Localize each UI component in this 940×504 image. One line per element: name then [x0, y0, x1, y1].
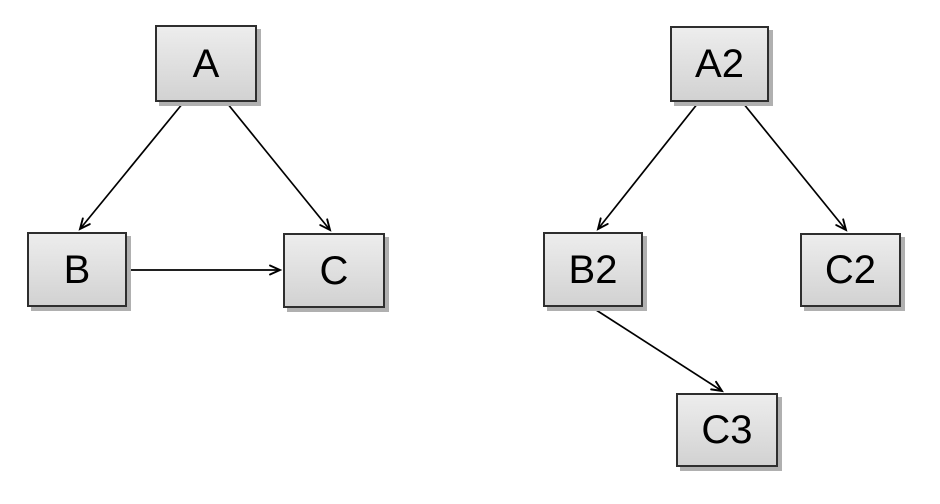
node-label-C3: C3	[701, 408, 753, 452]
node-A[interactable]: A	[155, 25, 257, 102]
node-A2[interactable]: A2	[670, 26, 769, 102]
edge-B2-to-C3[interactable]	[592, 307, 724, 393]
node-label-B: B	[63, 247, 91, 292]
node-C[interactable]: C	[283, 233, 385, 308]
node-B2[interactable]: B2	[543, 232, 643, 307]
node-C3[interactable]: C3	[676, 393, 778, 467]
node-label-C2: C2	[824, 248, 877, 292]
edge-A-to-C[interactable]	[226, 102, 332, 232]
node-label-A2: A2	[695, 42, 744, 86]
edge-A-to-B[interactable]	[78, 102, 184, 231]
edges-group	[78, 102, 848, 393]
node-label-C: C	[319, 248, 349, 293]
node-B[interactable]: B	[27, 232, 127, 307]
edge-A2-to-C2[interactable]	[742, 102, 848, 232]
edge-A2-to-B2[interactable]	[596, 102, 699, 231]
node-label-A: A	[192, 41, 220, 86]
node-label-B2: B2	[568, 247, 618, 292]
node-C2[interactable]: C2	[800, 233, 901, 307]
